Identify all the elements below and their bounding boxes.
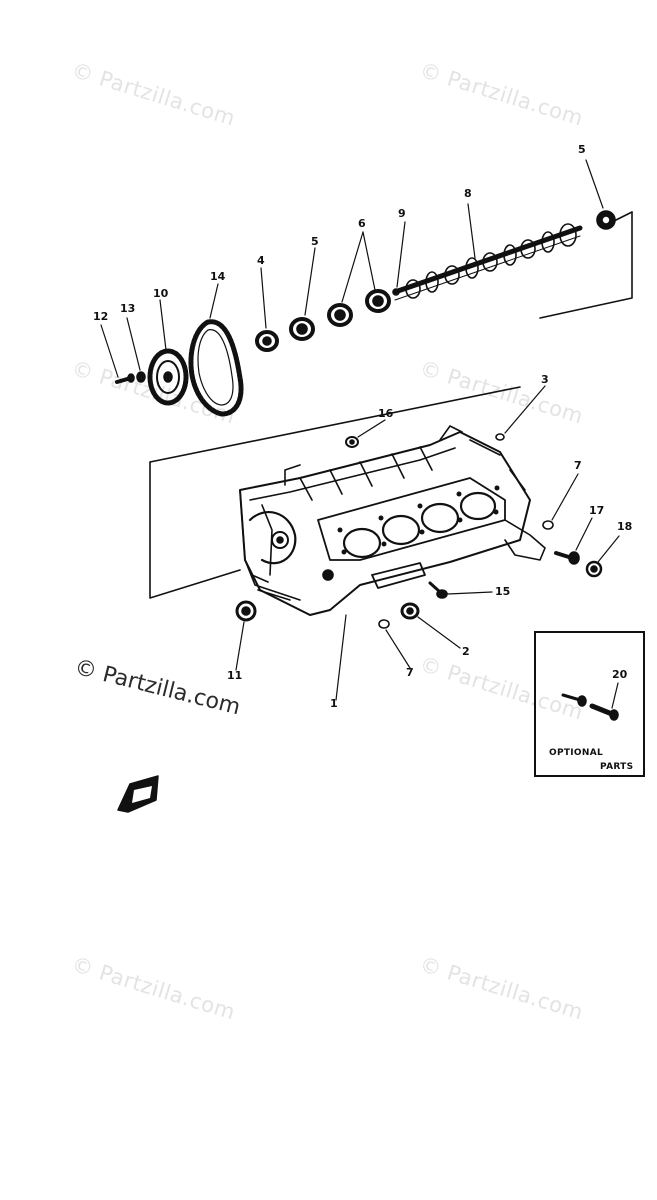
seal-2 [400, 602, 420, 620]
parts-label: PARTS [600, 762, 634, 772]
plug-17 [345, 436, 359, 448]
callout-7: 7 [406, 666, 414, 679]
front-arrow-icon [117, 775, 159, 813]
callout-14: 13 [120, 302, 136, 315]
callout-2: 2 [462, 645, 470, 658]
callout-1: 1 [330, 697, 338, 710]
plug-8 [542, 520, 554, 530]
plug-7 [378, 619, 390, 629]
callout-6: 6 [358, 217, 366, 230]
fitting-16 [428, 581, 448, 599]
callout-5-mid: 5 [311, 235, 319, 248]
callout-20: 20 [612, 668, 628, 681]
plug-3 [495, 433, 505, 441]
callout-5-top: 5 [578, 143, 586, 156]
callout-9: 8 [464, 187, 472, 200]
callout-10: 9 [398, 207, 406, 220]
leader-lines [100, 159, 620, 709]
optional-label: OPTIONAL [549, 748, 604, 758]
optional-part-20 [561, 693, 619, 721]
camshaft-sprocket [147, 348, 189, 406]
bearing-4 [255, 330, 279, 352]
plug-10 [392, 288, 400, 296]
callout-8: 7 [574, 459, 582, 472]
optional-parts-box [534, 631, 645, 777]
callout-19: 18 [617, 520, 633, 533]
callout-4: 4 [257, 254, 265, 267]
seal-12 [235, 600, 257, 622]
callout-13: 12 [93, 310, 109, 323]
callout-12: 11 [227, 669, 243, 682]
callout-3: 3 [541, 373, 549, 386]
callout-17: 16 [378, 407, 394, 420]
timing-chain [188, 319, 244, 417]
callout-15: 14 [210, 270, 226, 283]
callout-16: 15 [495, 585, 511, 598]
washer-14 [136, 371, 146, 383]
bearing-5-right [596, 210, 616, 230]
bearing-6b [327, 303, 353, 327]
callout-11: 10 [153, 287, 169, 300]
sensor-18 [554, 551, 580, 565]
cap-19 [585, 560, 603, 578]
bolt-13 [115, 373, 135, 384]
camshaft [392, 223, 583, 301]
callout-18: 17 [589, 504, 605, 517]
bearing-5-left [289, 317, 315, 341]
bearing-6a [365, 289, 391, 313]
cylinder-block [239, 425, 546, 616]
